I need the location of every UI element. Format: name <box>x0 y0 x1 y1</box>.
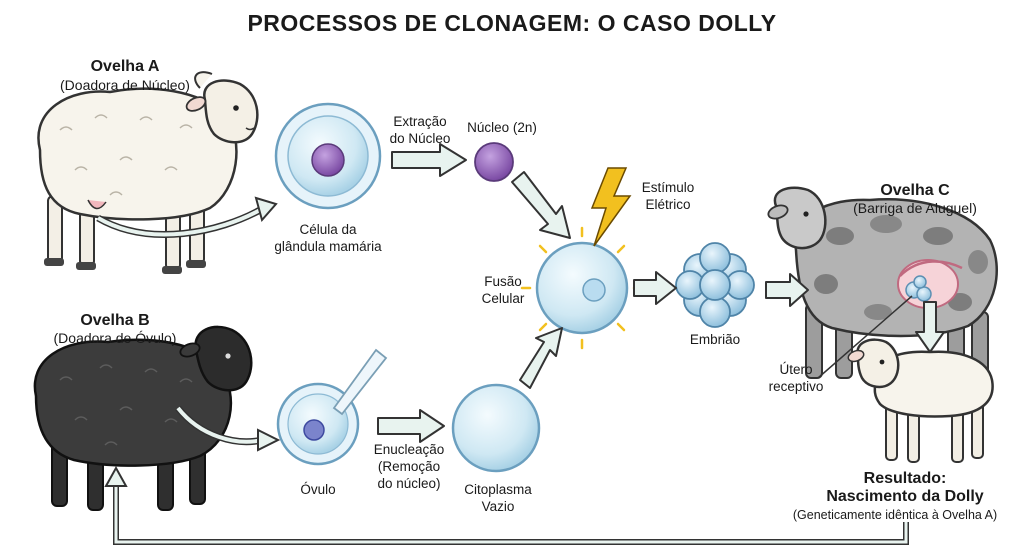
dolly-lamb-illustration <box>847 338 994 463</box>
embryo-label: Embrião <box>689 332 741 347</box>
fusion-label-1: Fusão <box>484 274 522 289</box>
uterus-label-1: Útero <box>779 362 813 377</box>
page-title: PROCESSOS DE CLONAGEM: O CASO DOLLY <box>247 10 777 36</box>
mammary-cell-label-2: glândula mamária <box>274 239 382 254</box>
arrow-uterus-to-lamb <box>915 301 945 353</box>
lightning-icon <box>590 167 632 247</box>
nucleus-2n <box>474 142 514 182</box>
cytoplasm-label-1: Citoplasma <box>464 482 532 497</box>
sheep-a-role: (Doadora de Núcleo) <box>60 77 190 93</box>
fused-cell <box>520 226 644 350</box>
stimulus-label-2: Elétrico <box>645 197 691 212</box>
sheep-c-name: Ovelha C <box>880 182 950 199</box>
feedback-line <box>104 465 909 545</box>
enucleation-label-2: (Remoção <box>377 459 441 474</box>
curved-arrows <box>96 196 281 452</box>
mammary-cell <box>274 102 382 210</box>
cytoplasm-label-2: Vazio <box>481 499 515 514</box>
nucleus-label: Núcleo (2n) <box>467 120 537 135</box>
empty-cytoplasm <box>451 383 541 473</box>
sheep-b-illustration <box>33 325 253 511</box>
result-label-2: Nascimento da Dolly <box>826 488 984 505</box>
sheep-a-illustration <box>37 71 259 274</box>
enucleation-label-1: Enucleação <box>373 442 445 457</box>
fusion-label-2: Celular <box>481 291 525 306</box>
sheep-c-illustration <box>767 186 998 379</box>
sheep-b-role: (Doadora de Óvulo) <box>53 330 177 346</box>
arrow-to-fusion <box>511 171 571 239</box>
result-label-3: (Geneticamente idêntica à Ovelha A) <box>792 508 998 522</box>
extraction-label-2: do Núcleo <box>389 131 451 146</box>
uterus-pointer <box>817 295 913 379</box>
enucleation-label-3: do núcleo) <box>377 476 441 491</box>
mammary-cell-label-1: Célula da <box>299 222 357 237</box>
arrow-to-embryo <box>633 271 677 305</box>
arrow-extraction <box>391 143 467 177</box>
arrow-cytoplasm-to-fusion <box>519 327 563 389</box>
stimulus-label-1: Estímulo <box>641 180 695 195</box>
result-label-1: Resultado: <box>863 470 947 487</box>
sheep-a-name: Ovelha A <box>90 58 160 75</box>
pipette-icon <box>332 348 388 416</box>
sheep-b-name: Ovelha B <box>80 312 150 329</box>
extraction-label-1: Extração <box>393 114 447 129</box>
arrow-to-sheep-c <box>765 273 809 307</box>
flow-arrows <box>377 143 945 443</box>
ovum-label: Óvulo <box>300 482 336 497</box>
embryo-cluster <box>675 242 755 328</box>
sheep-c-role: (Barriga de Aluguel) <box>853 200 977 216</box>
arrow-enucleation <box>377 409 445 443</box>
uterus-label-2: receptivo <box>768 379 824 394</box>
